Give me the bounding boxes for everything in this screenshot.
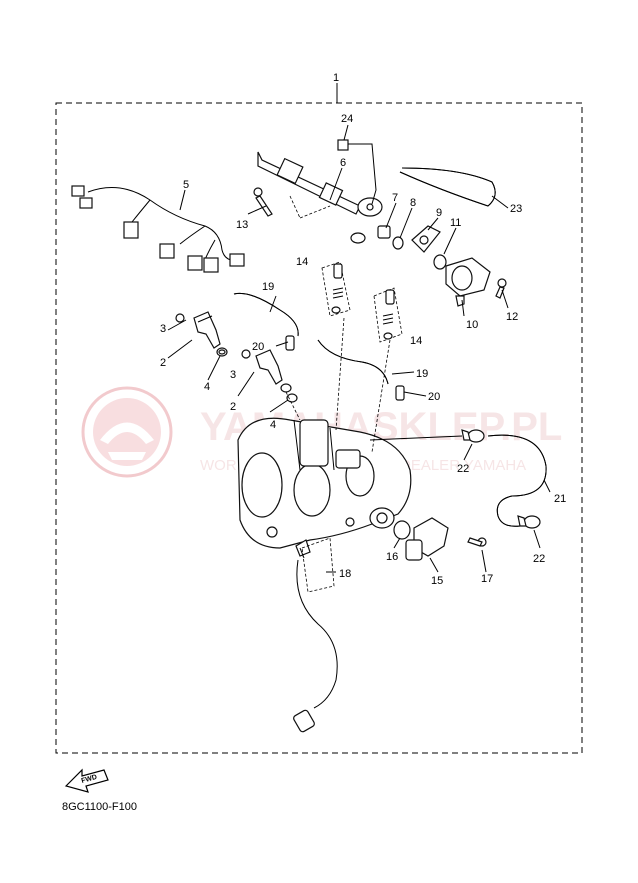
callout-2-lower: 2 [230,401,236,413]
seal-4-lower [286,393,298,403]
callout-21: 21 [554,493,566,505]
leader-lines [167,124,551,573]
callout-16: 16 [386,551,398,563]
callout-8: 8 [410,197,416,209]
throttle-cable-18 [293,537,338,733]
o-ring-8 [392,236,404,250]
callout-13: 13 [236,219,248,231]
assembly-frame [55,102,583,754]
callout-14-right: 14 [410,335,422,347]
injector-lower [241,349,292,393]
callout-24: 24 [341,113,353,125]
screw-12 [495,278,507,299]
fuel-hose-23 [399,167,496,207]
pressure-regulator-10 [445,257,491,307]
callout-4-lower: 4 [270,419,276,431]
callout-22-upper: 22 [457,463,469,475]
callout-5: 5 [183,179,189,191]
o-ring-11 [433,254,447,270]
callout-19-left: 19 [262,281,274,293]
fuel-rail [257,151,383,244]
callout-4-upper: 4 [204,381,210,393]
callout-20-right: 20 [428,391,440,403]
callout-2-upper: 2 [160,357,166,369]
callout-15: 15 [431,575,443,587]
callout-7: 7 [392,192,398,204]
cap-7 [377,225,391,239]
callout-14-left: 14 [296,256,308,268]
clip-22-upper [461,429,485,443]
callout-19-right: 19 [416,368,428,380]
hose-19-left [233,292,299,337]
callout-3-lower: 3 [230,369,236,381]
fwd-arrow-icon: FWD [64,768,109,793]
bracket-24 [337,139,377,205]
callout-12: 12 [506,311,518,323]
callout-22-lower: 22 [533,553,545,565]
screw-17 [467,537,487,547]
callout-3-upper: 3 [160,323,166,335]
callout-11: 11 [450,217,461,229]
holder-9 [411,225,441,253]
bolt-13 [253,187,273,217]
callout-1: 1 [333,72,339,84]
o-ring-16 [393,520,411,540]
screw-set-14-right [373,287,403,343]
seal-4-upper [218,349,226,355]
injector-upper [175,311,228,357]
sensor-15 [405,517,449,561]
callout-23: 23 [510,203,522,215]
diagram-code: 8GC1100-F100 [62,801,137,813]
cap-20-left [285,335,295,351]
callout-17: 17 [481,573,493,585]
callout-18: 18 [339,568,351,580]
hose-19-right [317,339,389,385]
callout-10: 10 [466,319,478,331]
callout-6: 6 [340,157,346,169]
screw-set-14-left [321,261,351,317]
cap-20-right [395,385,405,401]
clip-22-lower [517,515,541,529]
callout-9: 9 [436,207,442,219]
wire-harness [71,185,245,273]
throttle-body [237,317,412,549]
callout-20-left: 20 [252,341,264,353]
hose-21 [487,434,547,527]
fwd-label: FWD [81,774,98,785]
watermark-logo-icon [81,386,173,478]
